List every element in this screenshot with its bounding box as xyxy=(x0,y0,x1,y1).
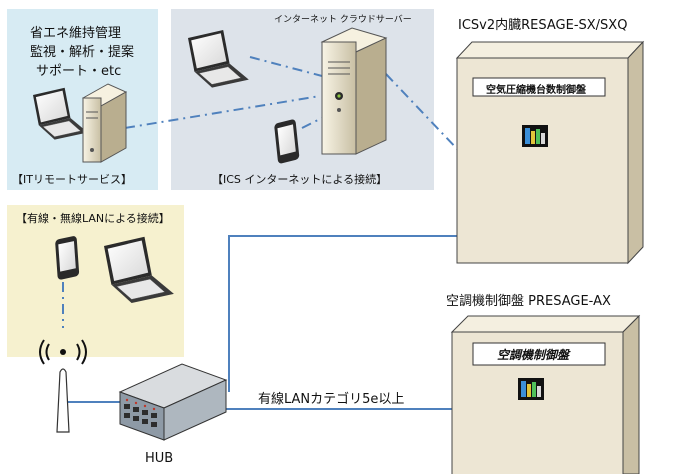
remote-service-line-2: 監視・解析・提案 xyxy=(30,45,135,60)
hub-icon xyxy=(118,363,228,441)
panel1-plate: 空気圧縮機台数制御盤 xyxy=(486,85,586,96)
cloud-caption: 【ICS インターネットによる接続】 xyxy=(212,173,388,186)
remote-service-line-3: サポート・etc xyxy=(36,64,122,79)
cloud-server-icon xyxy=(320,27,388,155)
cable-label: 有線LANカテゴリ5e以上 xyxy=(258,392,405,407)
wireless-antenna-icon xyxy=(39,339,87,433)
remote-service-line-1: 省エネ維持管理 xyxy=(30,26,122,41)
lan-caption: 【有線・無線LANによる接続】 xyxy=(16,212,170,225)
panel-resage-sx xyxy=(455,40,645,265)
remote-service-caption: 【ITリモートサービス】 xyxy=(12,173,132,186)
panel2-plate: 空調機制御盤 xyxy=(497,348,570,362)
cloud-server-label: インターネット クラウドサーバー xyxy=(274,15,412,25)
panel2-title: 空調機制御盤 PRESAGE-AX xyxy=(446,294,611,309)
panel-presage-ax xyxy=(450,314,641,474)
remote-server-icon xyxy=(81,83,128,163)
panel1-title: ICSv2内臓RESAGE-SX/SXQ xyxy=(458,18,628,33)
connection-lines xyxy=(62,56,461,410)
hub-label: HUB xyxy=(145,451,174,466)
